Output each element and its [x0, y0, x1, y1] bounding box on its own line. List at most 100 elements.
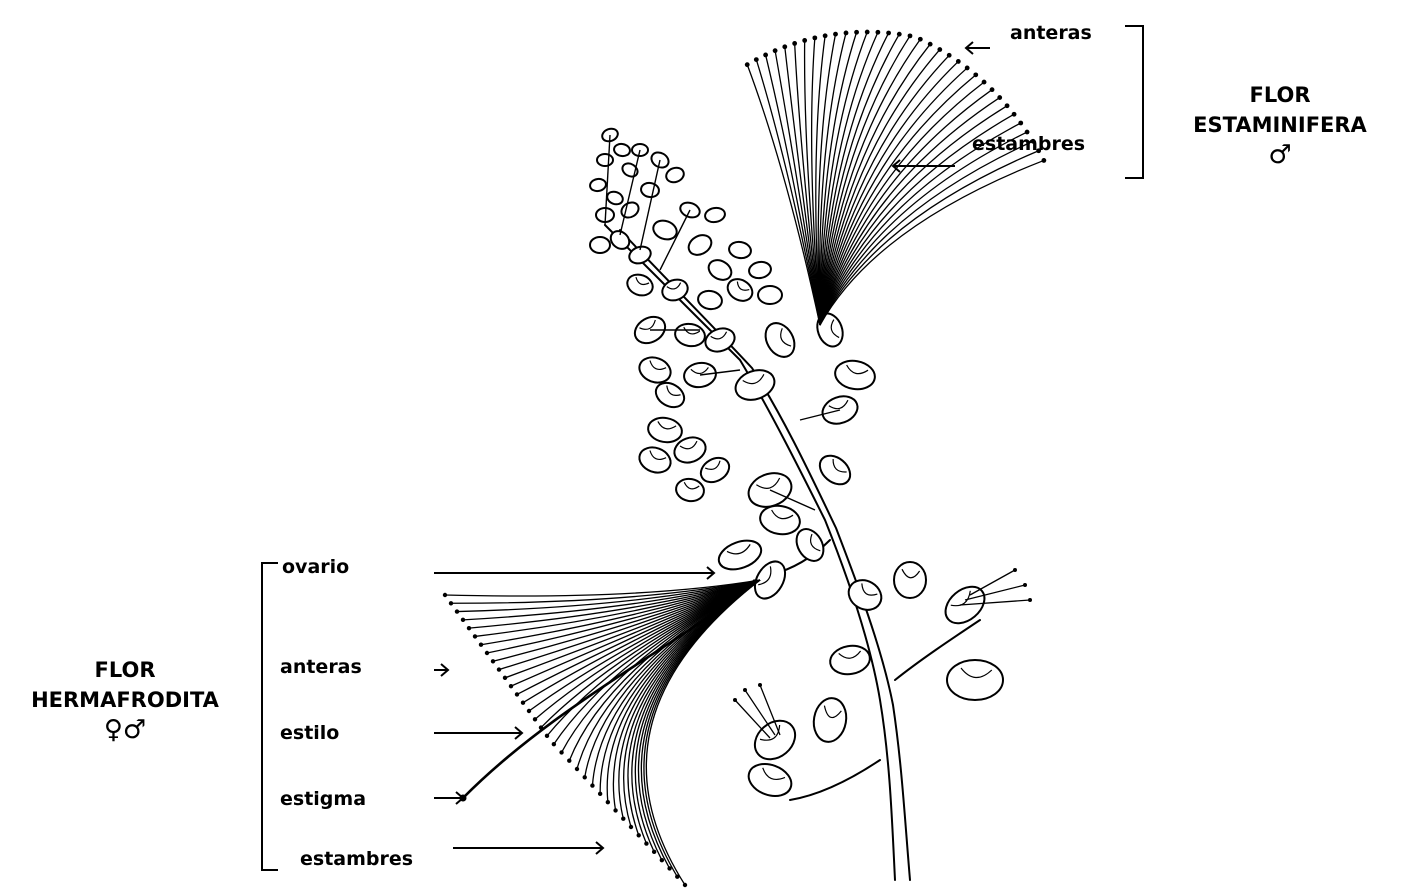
anther — [743, 688, 747, 692]
anther — [802, 38, 807, 43]
anther — [491, 659, 495, 663]
bud — [685, 231, 715, 259]
anther — [773, 48, 778, 53]
bud — [833, 358, 877, 393]
anther — [1012, 112, 1017, 117]
bud — [673, 322, 706, 349]
anther — [782, 44, 787, 49]
bud — [791, 524, 829, 565]
anther — [854, 30, 859, 35]
title-flor-estaminifera: FLOR ESTAMINIFERA ♂ — [1160, 80, 1400, 170]
hermaphrodite-symbol-icon: ♀♂ — [5, 715, 245, 745]
bud — [636, 443, 674, 476]
bud — [636, 353, 674, 386]
anther — [590, 783, 594, 787]
anther — [1013, 568, 1017, 572]
bud — [843, 574, 886, 615]
bud — [744, 758, 796, 801]
anther — [613, 808, 617, 812]
anther — [660, 858, 664, 862]
anther — [897, 32, 902, 37]
anther — [461, 618, 465, 622]
anther — [644, 841, 648, 845]
anther — [754, 57, 759, 62]
stamen — [970, 570, 1015, 595]
bud — [640, 182, 660, 199]
anther — [833, 32, 838, 37]
stamen — [505, 580, 760, 678]
branch-lower-left — [790, 760, 880, 800]
bud — [590, 237, 610, 253]
bud — [646, 415, 684, 445]
anther — [473, 634, 477, 638]
anther — [844, 31, 849, 36]
anther — [503, 676, 507, 680]
label-estambres-male: estambres — [972, 133, 1085, 155]
bud — [947, 660, 1003, 700]
anther — [552, 742, 556, 746]
anther — [982, 80, 987, 85]
anther — [965, 66, 970, 71]
anther — [509, 684, 513, 688]
anther — [1028, 598, 1032, 602]
anther — [527, 709, 531, 713]
anther — [733, 698, 737, 702]
anther — [479, 643, 483, 647]
anther — [947, 53, 952, 58]
anther — [792, 41, 797, 46]
title-line2: HERMAFRODITA — [5, 685, 245, 715]
anther — [485, 651, 489, 655]
anther — [928, 42, 933, 47]
bud — [724, 275, 757, 305]
male-bracket — [1125, 26, 1143, 178]
bud — [758, 503, 802, 538]
anther — [606, 800, 610, 804]
anther — [449, 601, 453, 605]
bud — [810, 696, 849, 745]
label-estigma: estigma — [280, 788, 366, 810]
anther — [956, 59, 961, 64]
anther — [567, 759, 571, 763]
anther — [875, 30, 880, 35]
bud — [749, 556, 792, 604]
anther — [497, 667, 501, 671]
bud — [894, 562, 926, 598]
anther — [443, 593, 447, 597]
stamen-filaments — [443, 30, 1046, 888]
male-symbol-icon: ♂ — [1160, 140, 1400, 170]
bud — [758, 286, 782, 304]
bud — [704, 206, 726, 223]
anther — [455, 609, 459, 613]
anther — [598, 792, 602, 796]
bud — [664, 165, 686, 184]
anther — [652, 850, 656, 854]
anther — [583, 775, 587, 779]
anther — [1005, 103, 1010, 108]
bud — [728, 240, 752, 260]
bud — [814, 450, 855, 490]
bud — [613, 143, 631, 158]
bud — [624, 271, 655, 299]
anther — [918, 37, 923, 42]
bud — [760, 318, 801, 362]
anther — [533, 717, 537, 721]
anther — [575, 767, 579, 771]
herm-bracket — [262, 563, 278, 870]
anther — [745, 62, 750, 67]
bud — [605, 190, 624, 207]
anther — [812, 35, 817, 40]
anther — [1018, 121, 1023, 126]
label-estambres-herm: estambres — [300, 848, 413, 870]
label-anteras-male: anteras — [1010, 22, 1092, 44]
bud — [597, 154, 613, 166]
anther — [545, 734, 549, 738]
anther — [973, 72, 978, 77]
anther — [886, 31, 891, 36]
title-flor-hermafrodita: FLOR HERMAFRODITA ♀♂ — [5, 655, 245, 745]
anther — [758, 683, 762, 687]
label-ovario: ovario — [282, 556, 349, 578]
anther — [515, 692, 519, 696]
bud — [828, 643, 872, 678]
title-line2: ESTAMINIFERA — [1160, 110, 1400, 140]
